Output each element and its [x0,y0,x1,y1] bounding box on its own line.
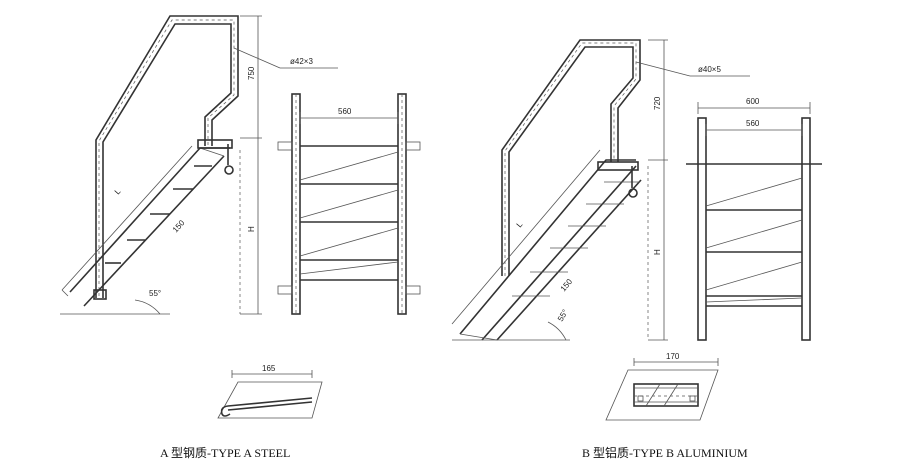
type-b-caption: B 型铝质-TYPE B ALUMINIUM [582,445,748,460]
type-a-hook-detail: 165 [217,364,323,419]
type-b-angle: 55° [556,308,570,323]
type-a-side-view: 55° L 150 750 H ø42×3 [60,15,338,315]
type-a-height: H [247,226,256,232]
type-a-length: L [113,187,123,197]
type-a-detail-width: 165 [262,364,276,373]
type-b-height: H [653,249,662,255]
type-b-length: L [515,220,525,230]
type-a-caption: A 型钢质-TYPE A STEEL [160,446,290,460]
type-b-tread-depth: 150 [559,277,575,293]
type-b-tread-width: 560 [746,119,760,128]
type-a-angle: 55° [149,289,161,298]
type-b-hook-detail: 170 [605,352,719,421]
type-a-tread-width: 560 [338,107,352,116]
type-a-front-view: 560 [277,93,421,315]
type-b-height-top: 720 [653,96,662,110]
type-b-front-view: 600 560 [686,97,822,341]
type-b-pipe-label: ø40×5 [698,65,721,74]
type-b-detail-width: 170 [666,352,680,361]
type-a-height-top: 750 [247,66,256,80]
type-b-side-view: 55° L 150 720 H ø40×5 [451,39,750,341]
type-b-outer-width: 600 [746,97,760,106]
type-a-pipe-label: ø42×3 [290,57,313,66]
type-a-tread-depth: 150 [171,218,187,234]
